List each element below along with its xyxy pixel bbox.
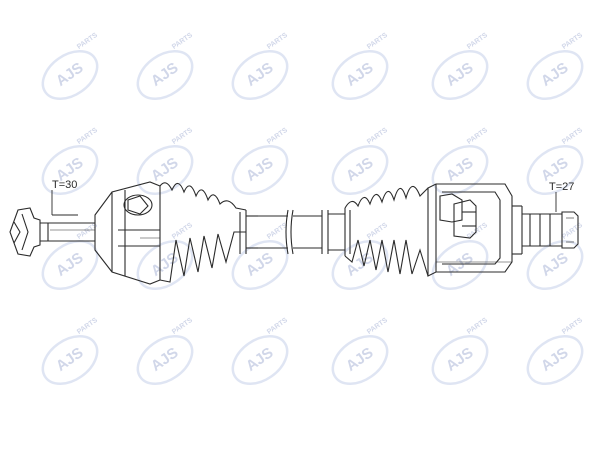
svg-text:AJS: AJS <box>53 344 87 375</box>
outer-boot <box>159 182 258 283</box>
svg-text:PARTS: PARTS <box>466 32 489 51</box>
svg-text:AJS: AJS <box>443 344 477 375</box>
inner-joint-housing <box>427 183 513 277</box>
svg-text:AJS: AJS <box>148 344 182 375</box>
svg-text:PARTS: PARTS <box>266 317 289 336</box>
svg-text:AJS: AJS <box>443 249 477 280</box>
ajs-parts-watermark-logo: AJS PARTS <box>136 32 194 101</box>
svg-text:AJS: AJS <box>343 59 377 90</box>
svg-text:AJS: AJS <box>53 59 87 90</box>
ajs-parts-watermark-logo: AJS PARTS <box>231 317 289 386</box>
svg-text:AJS: AJS <box>443 59 477 90</box>
ajs-parts-watermark-logo: AJS PARTS <box>41 32 99 101</box>
svg-text:AJS: AJS <box>53 249 87 280</box>
ajs-parts-watermark-logo: AJS PARTS <box>526 32 584 101</box>
svg-text:AJS: AJS <box>243 344 277 375</box>
svg-text:PARTS: PARTS <box>76 32 99 51</box>
inner-boot <box>344 185 429 277</box>
svg-text:PARTS: PARTS <box>466 127 489 146</box>
svg-text:PARTS: PARTS <box>171 127 194 146</box>
svg-text:AJS: AJS <box>538 344 572 375</box>
ajs-parts-watermark-logo: AJS PARTS <box>231 127 289 196</box>
svg-text:AJS: AJS <box>343 344 377 375</box>
svg-text:PARTS: PARTS <box>366 32 389 51</box>
left-teeth-label: T=30 <box>52 179 77 191</box>
ajs-parts-watermark-logo: AJS PARTS <box>331 317 389 386</box>
svg-text:PARTS: PARTS <box>366 127 389 146</box>
ajs-parts-watermark-logo: AJS PARTS <box>231 32 289 101</box>
ajs-parts-watermark-logo: AJS PARTS <box>41 317 99 386</box>
main-shaft <box>258 209 345 255</box>
right-teeth-label: T=27 <box>549 181 574 193</box>
svg-text:PARTS: PARTS <box>171 317 194 336</box>
svg-text:PARTS: PARTS <box>561 222 584 241</box>
svg-text:PARTS: PARTS <box>76 317 99 336</box>
ajs-parts-watermark-logo: AJS PARTS <box>331 32 389 101</box>
ajs-parts-watermark-logo: AJS PARTS <box>431 32 489 101</box>
svg-text:AJS: AJS <box>148 154 182 185</box>
svg-text:AJS: AJS <box>443 154 477 185</box>
svg-text:PARTS: PARTS <box>76 222 99 241</box>
svg-text:PARTS: PARTS <box>561 127 584 146</box>
ajs-parts-watermark-logo: AJS PARTS <box>136 127 194 196</box>
watermark-layer: AJS PARTS AJS PARTS AJS PARTS AJS PARTS AJS PARTS… <box>41 32 584 386</box>
ajs-parts-watermark-logo: AJS PARTS <box>431 317 489 386</box>
svg-text:AJS: AJS <box>343 249 377 280</box>
svg-text:PARTS: PARTS <box>366 222 389 241</box>
ajs-parts-watermark-logo: AJS PARTS <box>41 222 99 291</box>
svg-text:PARTS: PARTS <box>561 32 584 51</box>
svg-text:PARTS: PARTS <box>171 222 194 241</box>
svg-text:PARTS: PARTS <box>266 32 289 51</box>
left-hub-flange <box>9 207 95 257</box>
svg-text:AJS: AJS <box>243 154 277 185</box>
ajs-parts-watermark-logo: AJS PARTS <box>136 222 194 291</box>
svg-text:PARTS: PARTS <box>466 317 489 336</box>
svg-text:PARTS: PARTS <box>171 32 194 51</box>
svg-text:AJS: AJS <box>243 59 277 90</box>
ajs-parts-watermark-logo: AJS PARTS <box>136 317 194 386</box>
ajs-parts-watermark-logo: AJS PARTS <box>331 127 389 196</box>
svg-text:AJS: AJS <box>148 249 182 280</box>
svg-text:PARTS: PARTS <box>366 317 389 336</box>
drive-shaft-drawing <box>9 181 579 285</box>
right-stub-shaft <box>512 205 579 255</box>
leader-lines <box>51 190 557 216</box>
svg-text:AJS: AJS <box>343 154 377 185</box>
svg-text:AJS: AJS <box>538 59 572 90</box>
svg-text:AJS: AJS <box>538 249 572 280</box>
ajs-parts-watermark-logo: AJS PARTS <box>526 317 584 386</box>
ajs-parts-watermark-logo: AJS PARTS <box>526 222 584 291</box>
ajs-parts-watermark-logo: AJS PARTS <box>331 222 389 291</box>
svg-text:PARTS: PARTS <box>266 127 289 146</box>
svg-text:AJS: AJS <box>148 59 182 90</box>
svg-text:AJS: AJS <box>243 249 277 280</box>
svg-text:PARTS: PARTS <box>76 127 99 146</box>
svg-text:PARTS: PARTS <box>561 317 584 336</box>
